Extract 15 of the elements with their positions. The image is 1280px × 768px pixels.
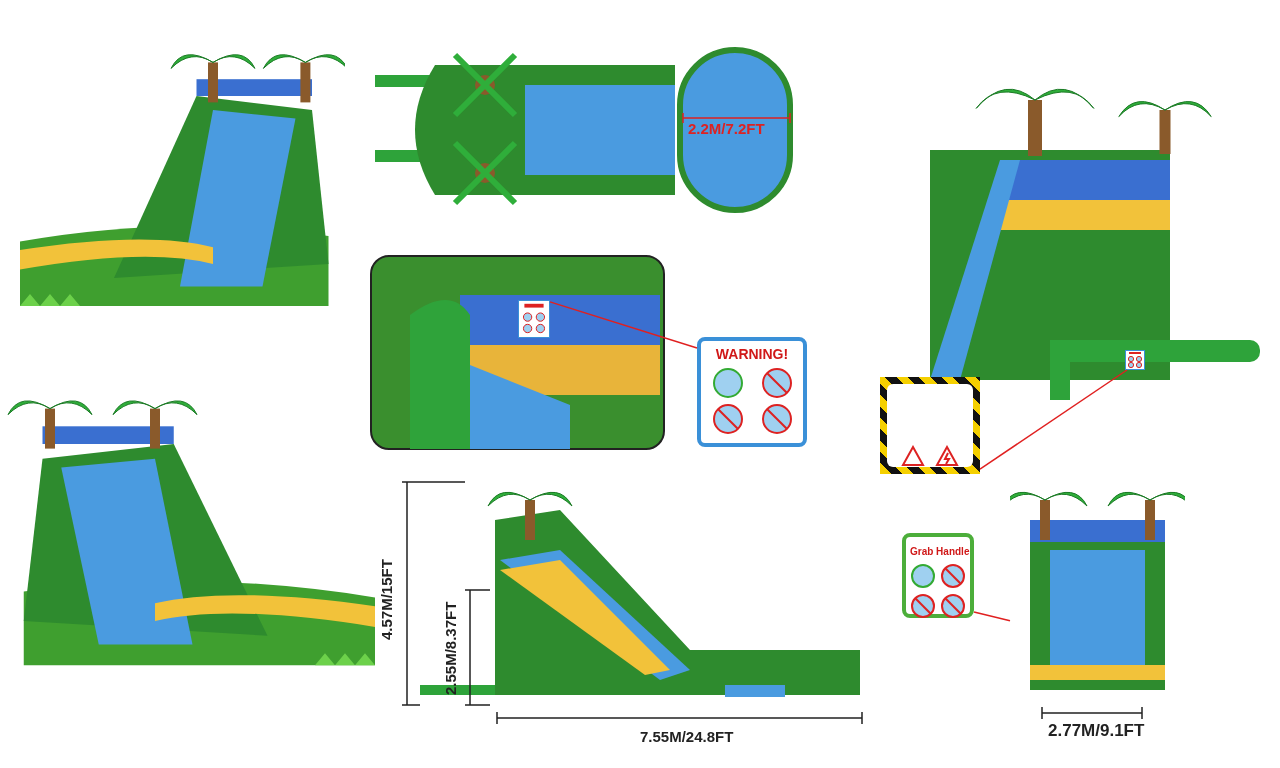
dimension-label: 2.55M/8.37FT	[442, 601, 459, 695]
sticker-picture	[518, 300, 550, 338]
warning-sign-card	[697, 337, 807, 447]
sign-heading: WARNING!	[715, 346, 789, 362]
dimension-label: 4.57M/15FT	[378, 559, 395, 640]
leader-line	[979, 369, 1128, 470]
dimension-label: 2.2M/7.2FT	[688, 120, 765, 137]
hazard-sign-picture	[880, 377, 980, 474]
dimension-label: 2.77M/9.1FT	[1048, 721, 1145, 741]
sticker-picture	[1125, 350, 1145, 370]
leader-line	[549, 301, 698, 349]
grab-handle-sign-card	[902, 533, 974, 618]
leader-line	[973, 611, 1011, 622]
dimension-label: 7.55M/24.8FT	[640, 728, 734, 745]
sign-heading: Grab Handle	[910, 546, 970, 557]
